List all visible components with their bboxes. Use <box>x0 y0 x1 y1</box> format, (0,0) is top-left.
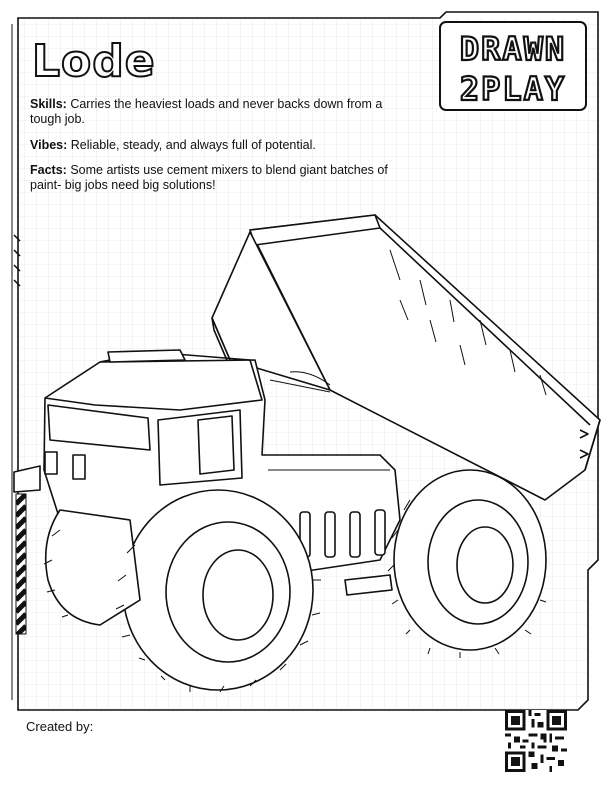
qr-code-icon <box>505 710 567 772</box>
vibes-section: Vibes: Reliable, steady, and always full… <box>30 138 410 153</box>
logo-line2: 2PLAY <box>460 70 566 108</box>
hazard-stripes <box>15 493 27 635</box>
facts-section: Facts: Some artists use cement mixers to… <box>30 163 400 193</box>
vibes-text: Reliable, steady, and always full of pot… <box>70 138 316 152</box>
skills-section: Skills: Carries the heaviest loads and n… <box>30 97 410 127</box>
drawn2play-logo: DRAWN 2PLAY <box>439 21 587 111</box>
facts-label: Facts: <box>30 163 67 177</box>
vibes-label: Vibes: <box>30 138 68 152</box>
skills-label: Skills: <box>30 97 67 111</box>
facts-text: Some artists use cement mixers to blend … <box>30 163 388 192</box>
created-by-label: Created by: <box>26 719 94 734</box>
skills-text: Carries the heaviest loads and never bac… <box>30 97 383 126</box>
logo-line1: DRAWN <box>460 30 566 68</box>
page-title: Lode <box>31 36 156 87</box>
